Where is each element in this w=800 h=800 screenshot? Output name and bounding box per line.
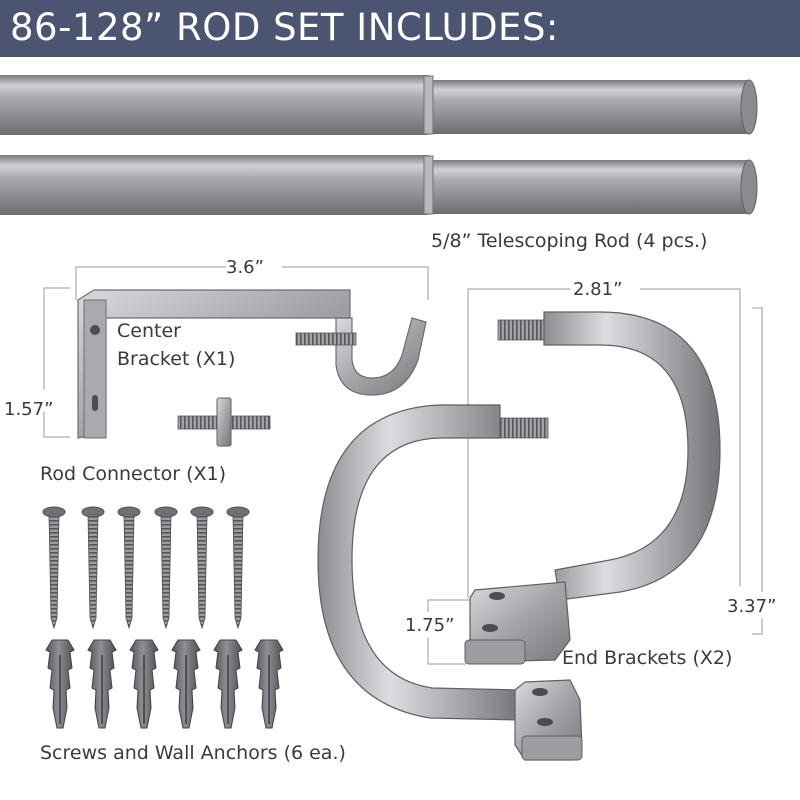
wall-anchor [254, 639, 284, 729]
wall-anchor [213, 639, 243, 729]
center-bracket-label-line2: Bracket (X1) [117, 348, 236, 370]
telescoping-rod-bottom [0, 155, 758, 215]
screws [42, 506, 250, 630]
screw [190, 506, 214, 630]
rod-connector [177, 397, 271, 447]
page-title: 86-128” ROD SET INCLUDES: [10, 6, 559, 49]
rod-connector-label: Rod Connector (X1) [40, 463, 227, 485]
telescoping-rod-top [0, 75, 758, 135]
screw [154, 506, 178, 630]
end-bracket-back [464, 311, 721, 665]
screw [42, 506, 66, 630]
screw [81, 506, 105, 630]
center-bracket-dimension-lines [43, 266, 429, 438]
wall-anchors [45, 639, 284, 729]
wall-anchor [171, 639, 201, 729]
wall-anchor [87, 639, 117, 729]
center-bracket-label-line1: Center [117, 320, 181, 342]
center-bracket-height-dim: 1.57” [4, 399, 54, 420]
center-bracket-width-dim: 3.6” [226, 257, 264, 278]
end-bracket-front [317, 404, 583, 761]
end-brackets-label: End Brackets (X2) [562, 647, 733, 669]
end-bracket-depth-dim: 1.75” [405, 615, 455, 636]
screw [117, 506, 141, 630]
wall-anchor [129, 639, 159, 729]
screw [226, 506, 250, 630]
end-bracket-dimension-lines [427, 288, 763, 665]
screws-anchors-label: Screws and Wall Anchors (6 ea.) [40, 742, 346, 764]
center-bracket [77, 289, 427, 439]
rod-label: 5/8” Telescoping Rod (4 pcs.) [431, 230, 708, 252]
end-bracket-height-dim: 3.37” [727, 596, 777, 617]
wall-anchor [45, 639, 75, 729]
end-bracket-width-dim: 2.81” [573, 279, 623, 300]
header-banner: 86-128” ROD SET INCLUDES: [0, 0, 800, 57]
